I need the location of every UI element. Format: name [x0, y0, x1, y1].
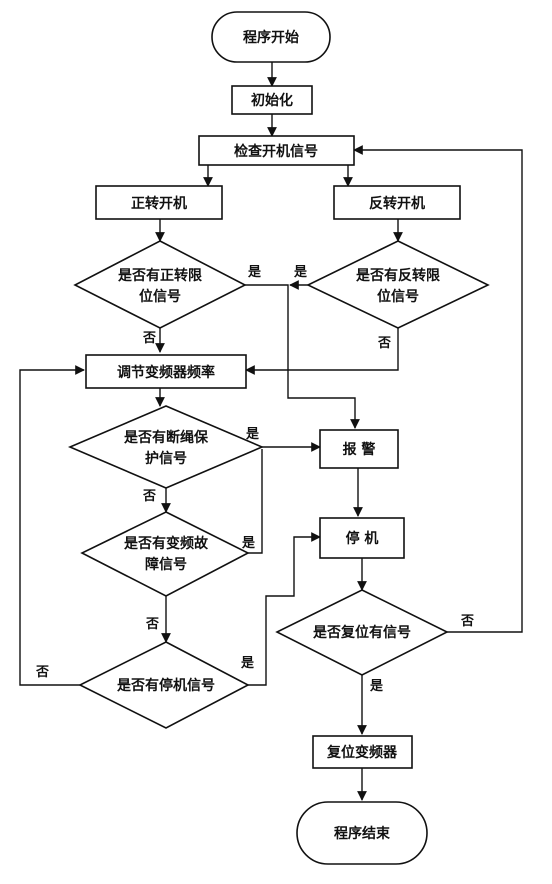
arrow-stopsignal-yes [248, 532, 321, 686]
forward-limit-label-line2: 位信号 [139, 288, 181, 305]
end-node: 程序结束 [296, 801, 428, 865]
forward-limit-decision: 是否有正转限 位信号 [73, 240, 247, 329]
arrow-reset-no [353, 145, 523, 633]
reset-inverter-node: 复位变频器 [312, 735, 413, 769]
arrow-fault-yes [248, 449, 263, 554]
forward-node: 正转开机 [95, 185, 223, 220]
inverter-fault-label-line2: 障信号 [145, 556, 187, 573]
arrow-forward-limit-yes [245, 284, 360, 429]
init-node: 初始化 [231, 85, 313, 115]
stop-signal-decision: 是否有停机信号 [78, 641, 250, 729]
branch-no-forward-limit: 否 [142, 331, 156, 346]
branch-yes-inverter-fault: 是 [241, 536, 256, 551]
forward-limit-label-line1: 是否有正转限 [118, 267, 202, 284]
branch-no-reverse-limit: 否 [377, 336, 391, 351]
branch-no-stop-signal: 否 [35, 665, 49, 680]
alarm-label: 报 警 [343, 441, 376, 458]
end-label: 程序结束 [334, 825, 391, 842]
branch-yes-rope-break: 是 [245, 427, 260, 442]
stop-signal-label: 是否有停机信号 [117, 677, 215, 694]
rope-break-label-line1: 是否有断绳保 [124, 429, 209, 446]
check-power-node: 检查开机信号 [198, 135, 355, 166]
reset-inverter-label: 复位变频器 [326, 744, 398, 761]
reset-signal-label: 是否复位有信号 [313, 624, 411, 641]
branch-labels: 是 是 否 否 是 否 是 否 是 否 否 是 [35, 265, 474, 694]
branch-no-inverter-fault: 否 [145, 617, 159, 632]
stop-label: 停 机 [346, 530, 379, 547]
reverse-limit-label-line1: 是否有反转限 [356, 267, 440, 284]
connectors [19, 62, 523, 801]
start-node: 程序开始 [211, 11, 331, 63]
reverse-label: 反转开机 [369, 195, 425, 212]
check-power-label: 检查开机信号 [234, 143, 318, 160]
branch-yes-stop-signal: 是 [240, 656, 255, 671]
reset-signal-decision: 是否复位有信号 [275, 589, 449, 676]
reverse-node: 反转开机 [333, 185, 461, 220]
adjust-frequency-node: 调节变频器频率 [85, 354, 247, 389]
start-label: 程序开始 [243, 29, 299, 46]
branch-yes-reset-signal: 是 [369, 679, 384, 694]
alarm-node: 报 警 [319, 429, 399, 469]
branch-no-rope-break: 否 [142, 489, 156, 504]
arrow-reverse-limit-no [245, 328, 399, 375]
arrow-stopsignal-no [19, 365, 85, 686]
inverter-fault-decision: 是否有变频故 障信号 [80, 511, 250, 597]
forward-label: 正转开机 [131, 195, 187, 212]
branch-yes-reverse-limit: 是 [293, 265, 308, 280]
init-label: 初始化 [251, 92, 293, 109]
reverse-limit-label-line2: 位信号 [377, 288, 419, 305]
branch-no-reset-signal: 否 [460, 614, 474, 629]
rope-break-label-line2: 护信号 [145, 450, 187, 467]
reverse-limit-decision: 是否有反转限 位信号 [306, 240, 490, 329]
inverter-fault-label-line1: 是否有变频故 [124, 535, 209, 552]
stop-node: 停 机 [319, 517, 405, 559]
branch-yes-forward-limit: 是 [247, 265, 262, 280]
adjust-frequency-label: 调节变频器频率 [117, 364, 215, 381]
rope-break-decision: 是否有断绳保 护信号 [67, 405, 265, 489]
